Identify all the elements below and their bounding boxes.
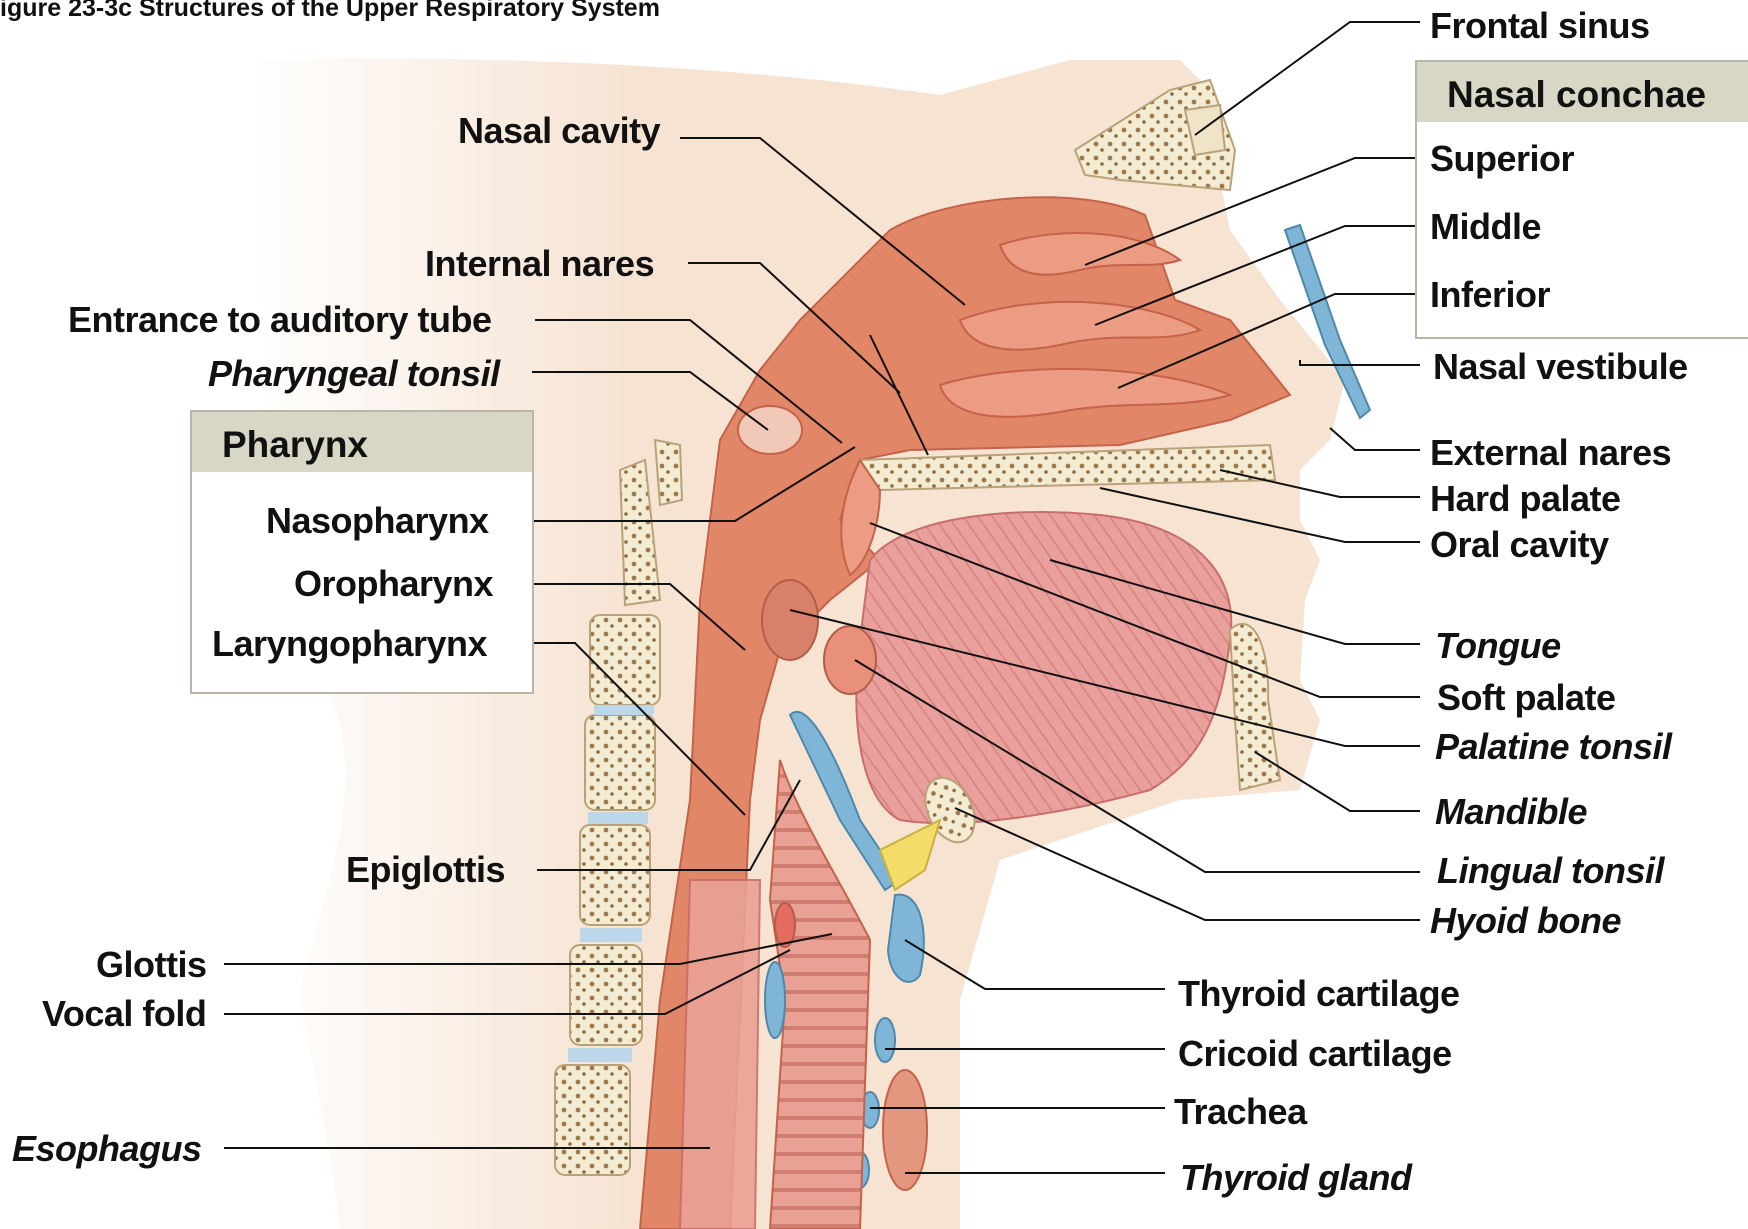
label-mandible: Mandible <box>1435 794 1587 830</box>
label-palatine-tonsil: Palatine tonsil <box>1435 729 1672 765</box>
label-thyroid-cartilage: Thyroid cartilage <box>1178 976 1460 1012</box>
label-tongue: Tongue <box>1435 628 1561 664</box>
label-trachea: Trachea <box>1174 1094 1307 1130</box>
label-vocal-fold: Vocal fold <box>42 996 206 1032</box>
label-frontal-sinus: Frontal sinus <box>1430 8 1650 44</box>
label-esophagus: Esophagus <box>12 1131 202 1167</box>
label-thyroid-gland: Thyroid gland <box>1180 1160 1412 1196</box>
nasal-conchae-box-title: Nasal conchae <box>1447 74 1706 116</box>
label-glottis: Glottis <box>96 947 207 983</box>
label-nasal-vestibule: Nasal vestibule <box>1433 349 1688 385</box>
esophagus-shape <box>680 880 760 1229</box>
label-laryngopharynx: Laryngopharynx <box>212 626 487 662</box>
label-external-nares: External nares <box>1430 435 1671 471</box>
label-superior-concha: Superior <box>1430 141 1574 177</box>
pharynx-box-title: Pharynx <box>222 424 368 466</box>
palatine-tonsil-shape <box>762 580 818 660</box>
label-epiglottis: Epiglottis <box>346 852 505 888</box>
label-entrance-auditory-tube: Entrance to auditory tube <box>68 302 492 338</box>
nasal-conchae-box-header: Nasal conchae <box>1417 62 1748 122</box>
label-nasopharynx: Nasopharynx <box>266 503 489 539</box>
label-hard-palate: Hard palate <box>1430 481 1621 517</box>
label-soft-palate: Soft palate <box>1437 680 1616 716</box>
vocal-fold-shape <box>765 962 785 1038</box>
pharyngeal-tonsil-shape <box>738 406 802 454</box>
label-middle-concha: Middle <box>1430 209 1541 245</box>
label-inferior-concha: Inferior <box>1430 277 1550 313</box>
label-hyoid-bone: Hyoid bone <box>1430 903 1621 939</box>
label-oropharynx: Oropharynx <box>294 566 493 602</box>
label-pharyngeal-tonsil: Pharyngeal tonsil <box>208 356 500 392</box>
pharynx-box-header: Pharynx <box>192 412 532 472</box>
label-nasal-cavity: Nasal cavity <box>458 113 660 149</box>
cricoid-shape <box>875 1018 895 1062</box>
vocal-fold-top <box>775 903 795 947</box>
label-internal-nares: Internal nares <box>425 246 654 282</box>
lingual-tonsil-shape <box>824 626 876 694</box>
figure-title: igure 23-3c Structures of the Upper Resp… <box>0 0 660 23</box>
label-cricoid-cartilage: Cricoid cartilage <box>1178 1036 1452 1072</box>
label-oral-cavity: Oral cavity <box>1430 527 1609 563</box>
label-lingual-tonsil: Lingual tonsil <box>1437 853 1664 889</box>
